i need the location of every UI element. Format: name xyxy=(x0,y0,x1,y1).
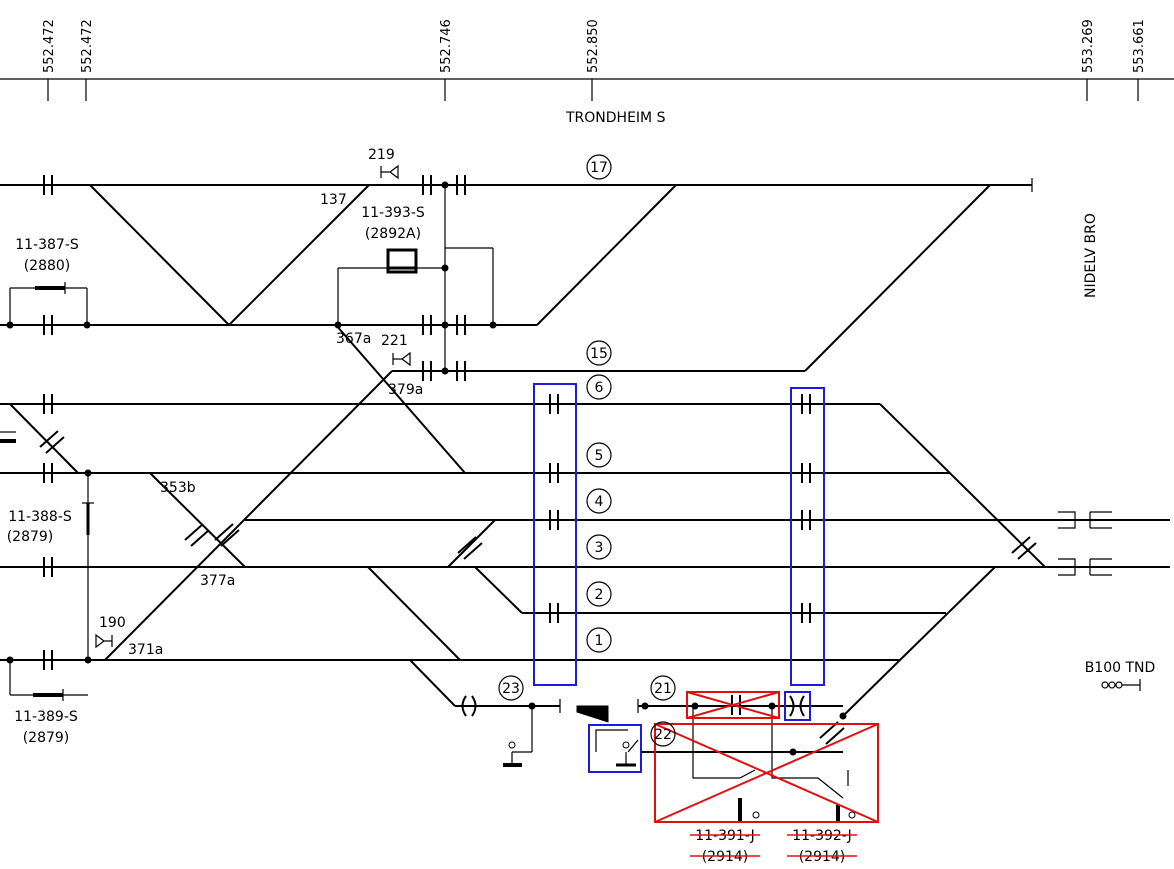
disconnector-id: 11-388-S xyxy=(8,509,72,525)
disconnector-symbols xyxy=(0,248,522,767)
highlight-box xyxy=(588,724,642,773)
disconnector-id: 11-389-S xyxy=(14,709,78,725)
highlight-box xyxy=(533,383,577,686)
track-number: 6 xyxy=(595,380,604,396)
disconnector-id: 11-392-J xyxy=(792,828,852,844)
km-label: 553.269 xyxy=(1081,19,1096,73)
highlight-box xyxy=(790,387,825,686)
track-number: 4 xyxy=(595,494,604,510)
bridge-label: NIDELV BRO xyxy=(1083,213,1099,298)
nodes xyxy=(6,181,847,756)
signal-label: 219 xyxy=(368,147,395,163)
disconnector-ref: (2880) xyxy=(24,258,71,274)
disconnector-ref: (2879) xyxy=(7,529,54,545)
track-number: 21 xyxy=(654,681,672,697)
disconnector-id: 11-387-S xyxy=(15,237,79,253)
disconnector-ref: (2914) xyxy=(702,849,749,865)
station-name: TRONDHEIM S xyxy=(565,110,666,126)
labels: 219 221 190 137 367a 379a 353b 377a 371a xyxy=(99,147,423,658)
track-number-circles: 17 15 6 5 4 3 2 1 23 21 22 xyxy=(498,154,676,747)
track-number: 15 xyxy=(590,346,608,362)
disconnector-ref: (2879) xyxy=(23,730,70,746)
signal-label: 221 xyxy=(381,333,408,349)
earthing-switch xyxy=(595,729,639,767)
disconnector-ref: (2892A) xyxy=(365,226,421,242)
feeder-verticals xyxy=(9,185,494,696)
highlight-box xyxy=(784,691,811,721)
disconnector-ref: (2914) xyxy=(799,849,846,865)
track-number: 17 xyxy=(590,160,608,176)
feeder: B100 TND xyxy=(1085,660,1156,691)
signal-label: 190 xyxy=(99,615,126,631)
track-number: 1 xyxy=(595,633,604,649)
km-label: 552.746 xyxy=(439,19,454,73)
switch-label: 377a xyxy=(200,573,235,589)
km-label: 552.472 xyxy=(80,19,95,73)
removed-disconnectors xyxy=(654,691,879,823)
track-number: 23 xyxy=(502,681,520,697)
track-number: 2 xyxy=(595,587,604,603)
switch-label: 137 xyxy=(320,192,347,208)
feeder-label: B100 TND xyxy=(1085,660,1156,676)
buffer-stops xyxy=(1058,511,1112,576)
track-number: 22 xyxy=(654,727,672,743)
km-axis: 552.472 552.472 552.746 552.850 553.269 … xyxy=(0,19,1174,101)
disconnector-id: 11-393-S xyxy=(361,205,425,221)
track-number: 5 xyxy=(595,448,604,464)
track-number: 3 xyxy=(595,540,604,556)
switch-label: 353b xyxy=(160,480,196,496)
switch-label: 367a xyxy=(336,331,371,347)
highlight-boxes xyxy=(533,383,825,773)
switch-label: 379a xyxy=(388,382,423,398)
km-label: 552.472 xyxy=(42,19,57,73)
switch-label: 371a xyxy=(128,642,163,658)
track-23-21 xyxy=(455,695,843,753)
km-label: 553.661 xyxy=(1132,19,1147,73)
crossovers xyxy=(9,184,1046,717)
disconnector-labels: 11-387-S (2880) 11-393-S (2892A) 11-388-… xyxy=(7,205,857,865)
section-insulators xyxy=(39,175,1037,745)
km-label: 552.850 xyxy=(586,19,601,73)
signal-symbols xyxy=(95,164,411,649)
disconnector-id: 11-391-J xyxy=(695,828,755,844)
